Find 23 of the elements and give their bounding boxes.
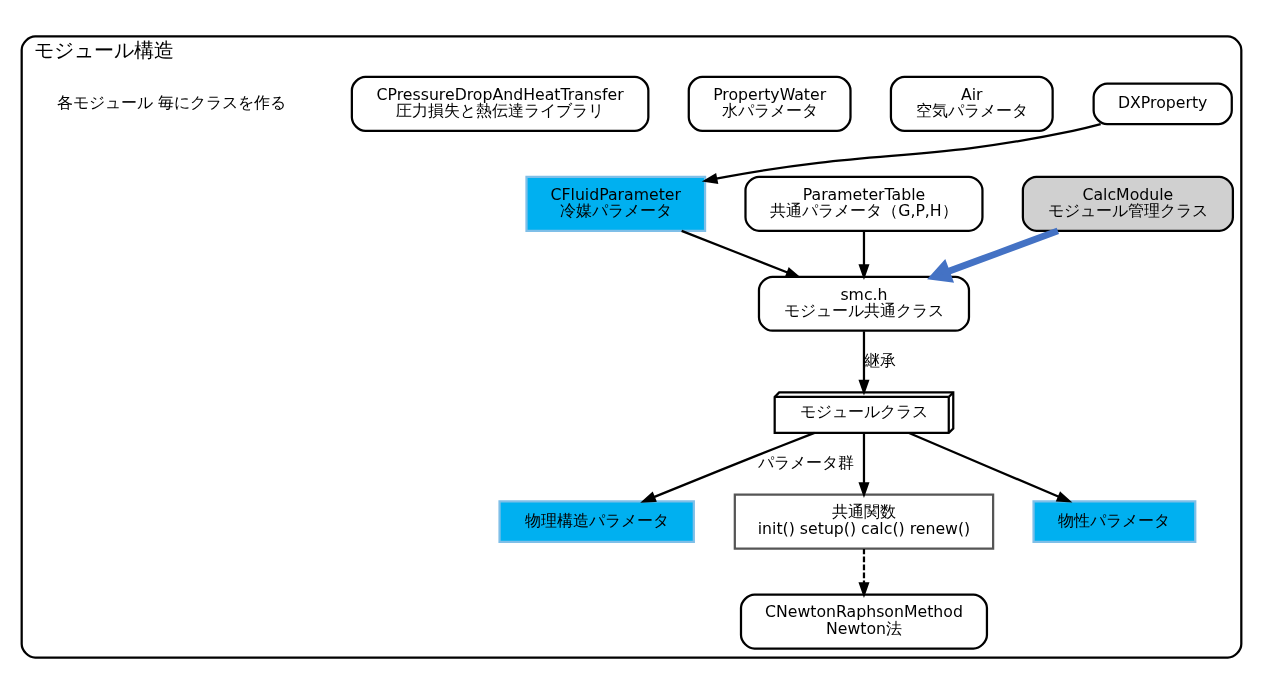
arrow [908, 431, 1073, 503]
edge-label: パラメータ群 [757, 452, 854, 472]
node-box: DXProperty [1092, 82, 1233, 126]
node-box: 共通関数 init() setup() calc() renew() [733, 493, 995, 550]
label: 各モジュール 毎にクラスを作る [56, 93, 286, 113]
node-box: ParameterTable 共通パラメータ（G,P,H） [744, 175, 984, 232]
node-box: CPressureDropAndHeatTransfer 圧力損失と熱伝達ライブラリ [350, 75, 650, 132]
node-box: CalcModule モジュール管理クラス [1021, 175, 1234, 232]
arrow [701, 123, 1101, 184]
node-box: Air 空気パラメータ [889, 75, 1054, 132]
node-box: CNewtonRaphsonMethod Newton法 [739, 593, 989, 650]
node-box: CFluidParameter 冷媒パラメータ [525, 175, 707, 232]
arrow [640, 431, 815, 503]
arrow [681, 229, 802, 278]
node-box: smc.h モジュール共通クラス [757, 275, 971, 332]
node-box: 物性パラメータ [1032, 500, 1197, 543]
node-box: PropertyWater 水パラメータ [687, 75, 852, 132]
arrow [858, 548, 870, 598]
arrow [927, 227, 1059, 283]
arrow [858, 231, 870, 281]
arrow [858, 433, 870, 499]
node-box: 物理構造パラメータ [498, 500, 695, 543]
arrow [858, 331, 870, 396]
